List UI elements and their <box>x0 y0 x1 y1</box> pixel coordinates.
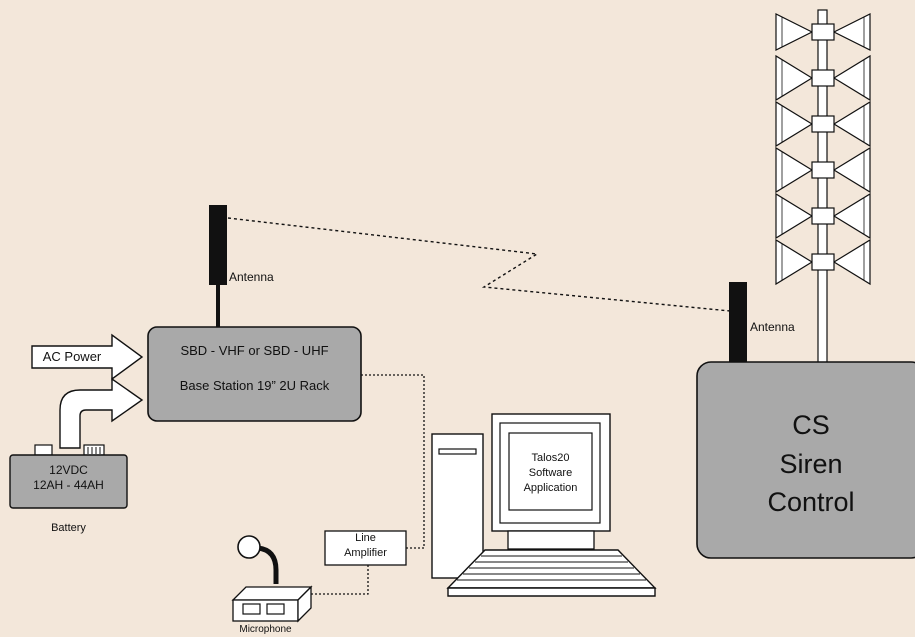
siren-horn-row <box>775 238 871 286</box>
base-station-link-line <box>361 374 425 549</box>
siren-control-line2: Siren <box>779 449 843 479</box>
battery-icon <box>9 444 128 509</box>
line-amplifier-box <box>324 530 407 566</box>
software-line1: Talos20 <box>531 452 570 464</box>
keyboard-icon <box>446 549 657 597</box>
ac-power-arrow-icon <box>31 333 144 381</box>
antenna-left-icon <box>209 205 227 327</box>
antenna-right-label: Antenna <box>750 320 795 334</box>
monitor-icon <box>491 413 611 550</box>
antenna-right-icon <box>729 282 747 368</box>
computer-tower-icon <box>431 433 484 579</box>
siren-control-line3: Control <box>767 487 855 517</box>
siren-control-line1: CS <box>792 410 830 440</box>
software-line2: Software <box>528 467 573 479</box>
siren-control-box <box>696 361 915 559</box>
siren-horn-row <box>775 13 871 51</box>
base-station-line2: Base Station 19” 2U Rack <box>179 378 330 393</box>
microphone-link-line <box>308 565 369 595</box>
siren-tower-icon <box>775 9 871 367</box>
siren-horn-row <box>775 54 871 102</box>
base-station-line1: SBD - VHF or SBD - UHF <box>180 343 329 358</box>
ac-power-label: AC Power <box>42 349 102 364</box>
siren-horn-row <box>775 146 871 194</box>
battery-capacity-label: 12AH - 44AH <box>33 478 104 492</box>
line-amplifier-line2: Amplifier <box>344 547 387 559</box>
microphone-label: Microphone <box>239 624 292 635</box>
software-line3: Application <box>523 482 578 494</box>
line-amplifier-line1: Line <box>355 532 376 544</box>
base-station-box <box>147 326 362 422</box>
battery-voltage-label: 12VDC <box>49 463 88 477</box>
radio-link-line <box>227 217 731 312</box>
battery-caption: Battery <box>51 522 86 534</box>
antenna-left-label: Antenna <box>229 270 274 284</box>
battery-power-arrow-icon <box>59 377 144 449</box>
siren-horn-row <box>775 100 871 148</box>
microphone-icon <box>231 535 313 623</box>
siren-horn-row <box>775 192 871 240</box>
